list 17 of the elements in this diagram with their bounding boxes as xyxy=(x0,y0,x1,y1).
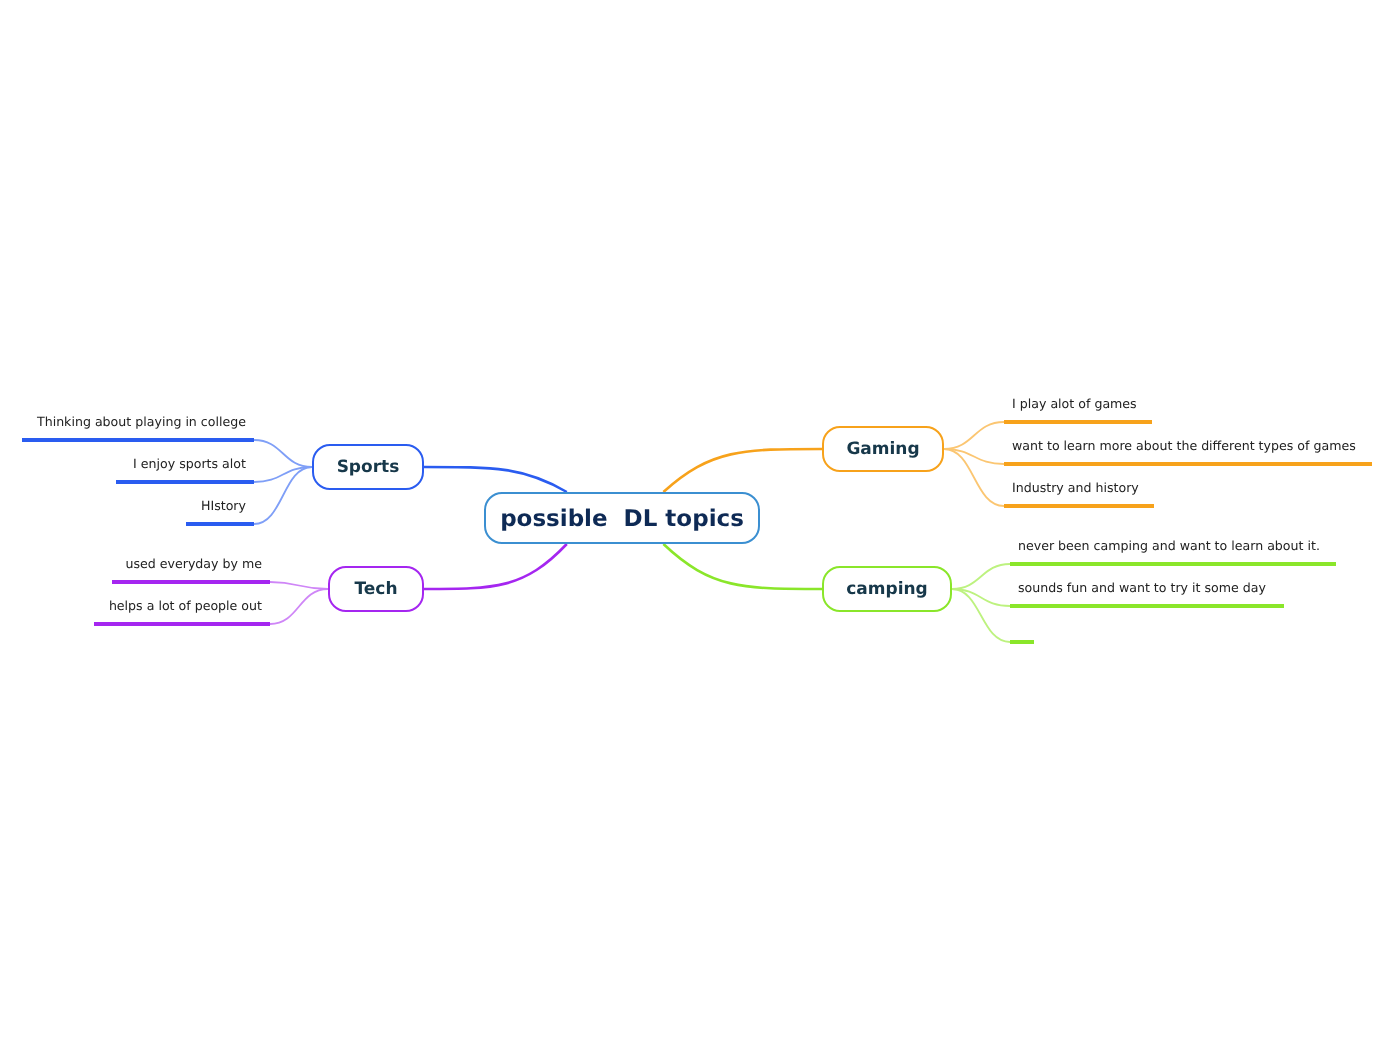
branch-connector xyxy=(943,448,1005,465)
branch-connector xyxy=(662,543,822,591)
main-topic: Tech xyxy=(328,566,424,612)
main-topic: Sports xyxy=(312,444,424,490)
main-topic: camping xyxy=(822,566,952,612)
branch-connector xyxy=(424,465,568,494)
main-topic: Gaming xyxy=(822,426,944,472)
branch-connector xyxy=(951,588,1011,643)
central-topic: possible DL topics xyxy=(484,492,760,544)
branch-connector xyxy=(269,588,329,625)
branch-connector xyxy=(943,448,1005,507)
branch-connector xyxy=(269,581,329,590)
branch-connector xyxy=(253,466,313,525)
branch-connector xyxy=(253,466,313,483)
branch-connector xyxy=(662,447,822,493)
branch-connector xyxy=(424,543,568,591)
branch-connector xyxy=(951,588,1011,607)
